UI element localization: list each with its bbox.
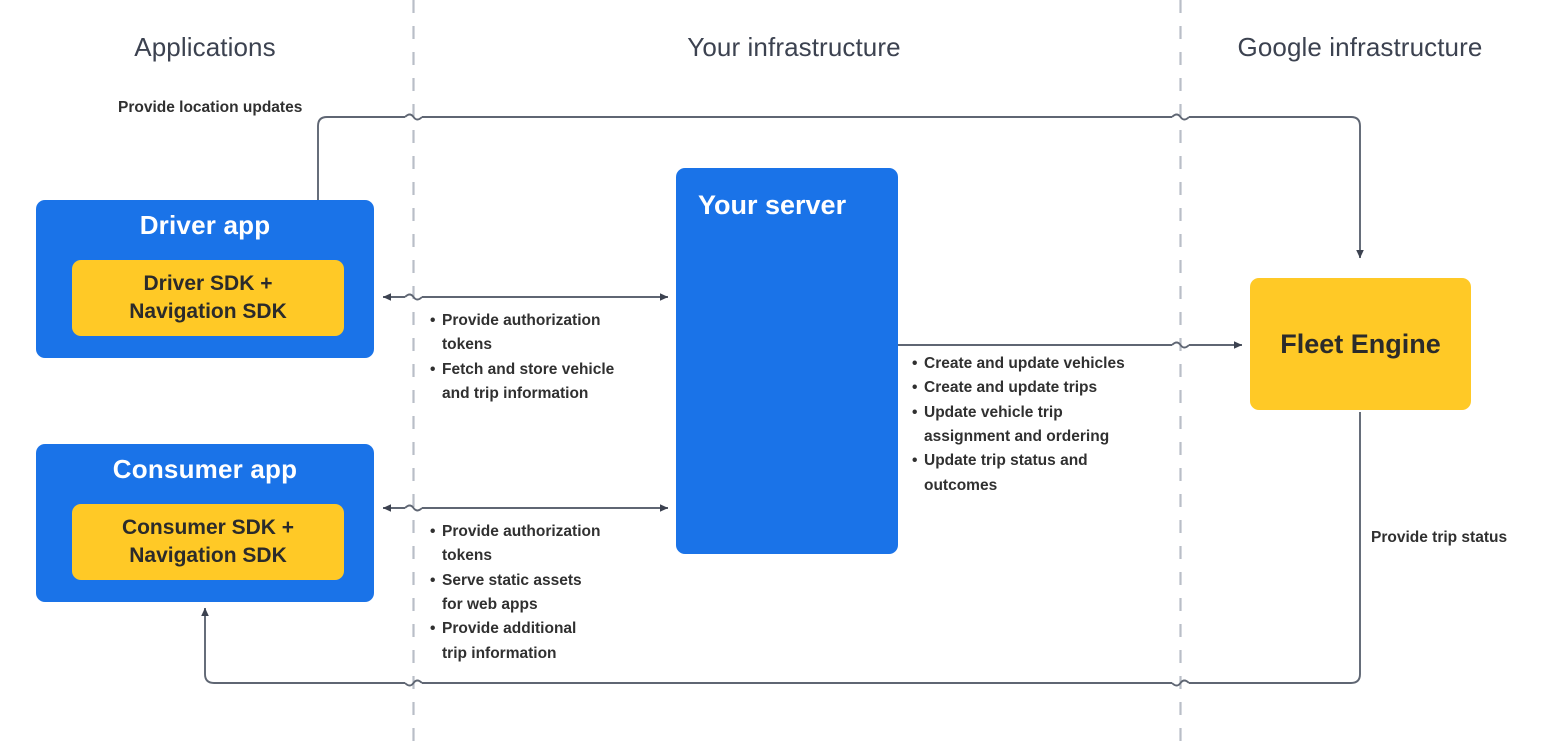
column-header-your-infrastructure-label: Your infrastructure bbox=[687, 32, 901, 62]
edge-location-updates-hop-left bbox=[404, 113, 423, 121]
edge-label-trip-status: Provide trip status bbox=[1371, 526, 1507, 550]
edge-consumer-server-hop bbox=[404, 504, 423, 512]
list-item: Provide authorization tokens bbox=[430, 520, 665, 569]
list-item: Fetch and store vehicle and trip informa… bbox=[430, 358, 665, 407]
node-consumer-sdk[interactable]: Consumer SDK + Navigation SDK bbox=[72, 504, 344, 580]
list-item: Provide authorization tokens bbox=[430, 309, 665, 358]
your-server-title: Your server bbox=[698, 190, 847, 220]
bullet-line-1: Provide authorization bbox=[442, 312, 601, 329]
edge-driver-server-hop bbox=[404, 293, 423, 301]
column-header-google-infrastructure-label: Google infrastructure bbox=[1237, 32, 1483, 62]
list-item: Provide additional trip information bbox=[430, 617, 665, 666]
consumer-sdk-line-1: Consumer SDK + bbox=[121, 516, 295, 540]
node-fleet-engine[interactable]: Fleet Engine bbox=[1250, 278, 1471, 410]
bullet-line-1: Provide authorization bbox=[442, 523, 601, 540]
bullet-line-2: tokens bbox=[442, 547, 492, 565]
consumer-app-title: Consumer app bbox=[112, 454, 298, 484]
driver-sdk-line-1: Driver SDK + bbox=[143, 272, 273, 296]
edge-location-updates-hop-right bbox=[1171, 113, 1190, 121]
edge-bullets-server-fleet: Create and update vehicles Create and up… bbox=[912, 352, 1172, 498]
consumer-sdk-line-2: Navigation SDK bbox=[129, 544, 287, 567]
edge-label-location-updates: Provide location updates bbox=[118, 96, 302, 120]
node-driver-sdk[interactable]: Driver SDK + Navigation SDK bbox=[72, 260, 344, 336]
bullet-line-2: for web apps bbox=[442, 595, 538, 613]
column-header-applications-label: Applications bbox=[134, 32, 276, 62]
bullet-line-2: assignment and ordering bbox=[924, 427, 1110, 445]
bullet-line-2: and trip information bbox=[442, 384, 589, 402]
bullet-line-1: Provide additional bbox=[442, 620, 577, 638]
edge-trip-status-hop-right bbox=[1171, 679, 1190, 687]
bullet-line-2: trip information bbox=[442, 644, 557, 662]
bullet-line-1: Update vehicle trip bbox=[924, 403, 1063, 421]
list-item: Create and update trips bbox=[912, 376, 1172, 401]
bullet-line-1: Serve static assets bbox=[442, 571, 582, 589]
column-header-applications: Applications bbox=[55, 32, 355, 63]
bullet-line-1: Update trip status and bbox=[924, 452, 1088, 470]
edge-trip-status-c bbox=[201, 607, 405, 684]
list-item: Serve static assets for web apps bbox=[430, 569, 665, 618]
bullet-line-1: Create and update vehicles bbox=[924, 355, 1125, 372]
list-item: Create and update vehicles bbox=[912, 352, 1172, 377]
edge-server-fleet-hop bbox=[1171, 341, 1190, 349]
column-header-your-infrastructure: Your infrastructure bbox=[644, 32, 944, 63]
edge-bullets-consumer-server: Provide authorization tokens Serve stati… bbox=[430, 520, 665, 666]
bullet-line-2: outcomes bbox=[924, 476, 998, 494]
node-your-server[interactable]: Your server bbox=[676, 168, 898, 554]
node-driver-app[interactable]: Driver app Driver SDK + Navigation SDK bbox=[36, 200, 374, 358]
fleet-engine-title: Fleet Engine bbox=[1280, 328, 1441, 359]
edge-trip-status-hop-left bbox=[404, 679, 423, 687]
edge-trip-status-a bbox=[1189, 412, 1361, 684]
list-item: Update vehicle trip assignment and order… bbox=[912, 401, 1172, 450]
edge-label-trip-status-text: Provide trip status bbox=[1371, 529, 1508, 546]
edge-bullets-driver-server: Provide authorization tokens Fetch and s… bbox=[430, 309, 665, 406]
driver-app-title: Driver app bbox=[139, 210, 271, 240]
bullet-line-1: Fetch and store vehicle bbox=[442, 360, 615, 378]
edge-label-location-updates-text: Provide location updates bbox=[118, 99, 303, 116]
edge-location-updates-c bbox=[1189, 116, 1364, 259]
list-item: Update trip status and outcomes bbox=[912, 449, 1172, 498]
driver-sdk-line-2: Navigation SDK bbox=[129, 300, 287, 323]
bullet-line-2: tokens bbox=[442, 336, 492, 354]
column-header-google-infrastructure: Google infrastructure bbox=[1210, 32, 1510, 63]
node-consumer-app[interactable]: Consumer app Consumer SDK + Navigation S… bbox=[36, 444, 374, 602]
bullet-line-1: Create and update trips bbox=[924, 379, 1098, 397]
